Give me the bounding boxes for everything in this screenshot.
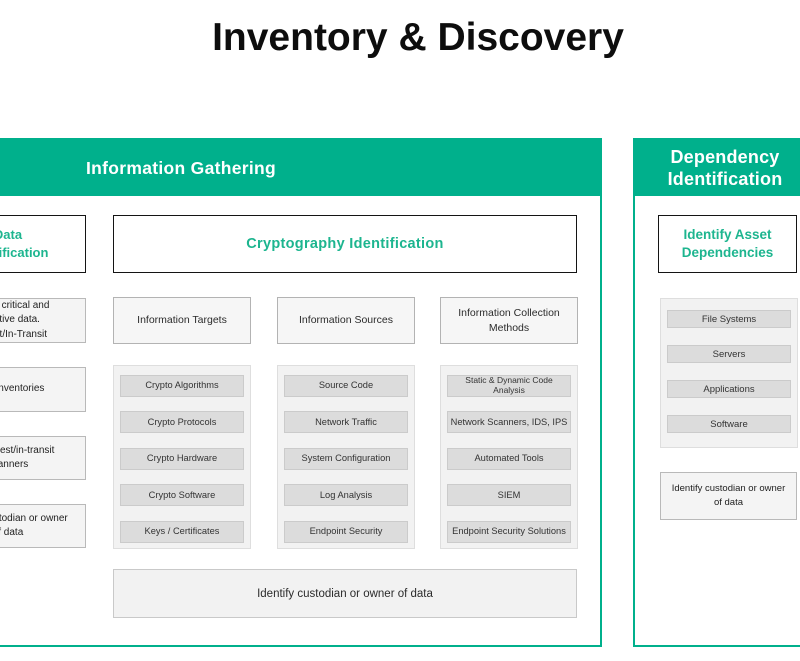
- column-body-information-targets: Crypto Algorithms Crypto Protocols Crypt…: [113, 365, 251, 549]
- data-identification-item-custodian: Identify custodian or owner of data: [0, 504, 86, 548]
- list-item: Keys / Certificates: [120, 520, 244, 543]
- data-identification-item-scanners: Data at rest/in-transit scanners: [0, 436, 86, 480]
- data-identification-title-box: Data Identification: [0, 215, 86, 273]
- list-item: Servers: [667, 345, 791, 363]
- column-header-information-collection-methods: Information Collection Methods: [440, 297, 578, 344]
- identify-asset-dependencies-box: Identify Asset Dependencies: [658, 215, 797, 273]
- list-item: Automated Tools: [447, 447, 571, 470]
- list-item: Applications: [667, 380, 791, 398]
- list-item: Crypto Software: [120, 484, 244, 506]
- list-item: Network Traffic: [284, 411, 408, 433]
- column-body-information-sources: Source Code Network Traffic System Confi…: [277, 365, 415, 549]
- custodian-owner-box: Identify custodian or owner of data: [113, 569, 577, 618]
- list-item: System Configuration: [284, 447, 408, 470]
- dependency-identification-header: Dependency Identification: [635, 140, 800, 196]
- list-item: Endpoint Security: [284, 520, 408, 543]
- list-item: Log Analysis: [284, 484, 408, 506]
- column-body-information-collection-methods: Static & Dynamic Code Analysis Network S…: [440, 365, 578, 549]
- page-title: Inventory & Discovery: [212, 16, 624, 59]
- list-item: Crypto Protocols: [120, 411, 244, 433]
- list-item: Crypto Hardware: [120, 447, 244, 470]
- list-item: Crypto Algorithms: [120, 374, 244, 397]
- data-identification-title: Data Identification: [0, 227, 49, 260]
- list-item: Source Code: [284, 374, 408, 397]
- dependency-custodian-owner-box: Identify custodian or owner of data: [660, 472, 797, 520]
- list-item: File Systems: [667, 310, 791, 328]
- column-header-information-sources: Information Sources: [277, 297, 415, 344]
- list-item: SIEM: [447, 484, 571, 506]
- data-identification-item-sensitive-data: Identify critical and sensitive data. At…: [0, 298, 86, 343]
- column-header-information-targets: Information Targets: [113, 297, 251, 344]
- list-item: Network Scanners, IDS, IPS: [447, 411, 571, 433]
- list-item: Endpoint Security Solutions: [447, 520, 571, 543]
- cryptography-identification-title-box: Cryptography Identification: [113, 215, 577, 273]
- dependency-items-container: File Systems Servers Applications Softwa…: [660, 298, 798, 448]
- information-gathering-header: Information Gathering: [0, 140, 600, 196]
- list-item: Software: [667, 415, 791, 433]
- list-item: Static & Dynamic Code Analysis: [447, 374, 571, 397]
- data-identification-item-inventories: Data Inventories: [0, 367, 86, 412]
